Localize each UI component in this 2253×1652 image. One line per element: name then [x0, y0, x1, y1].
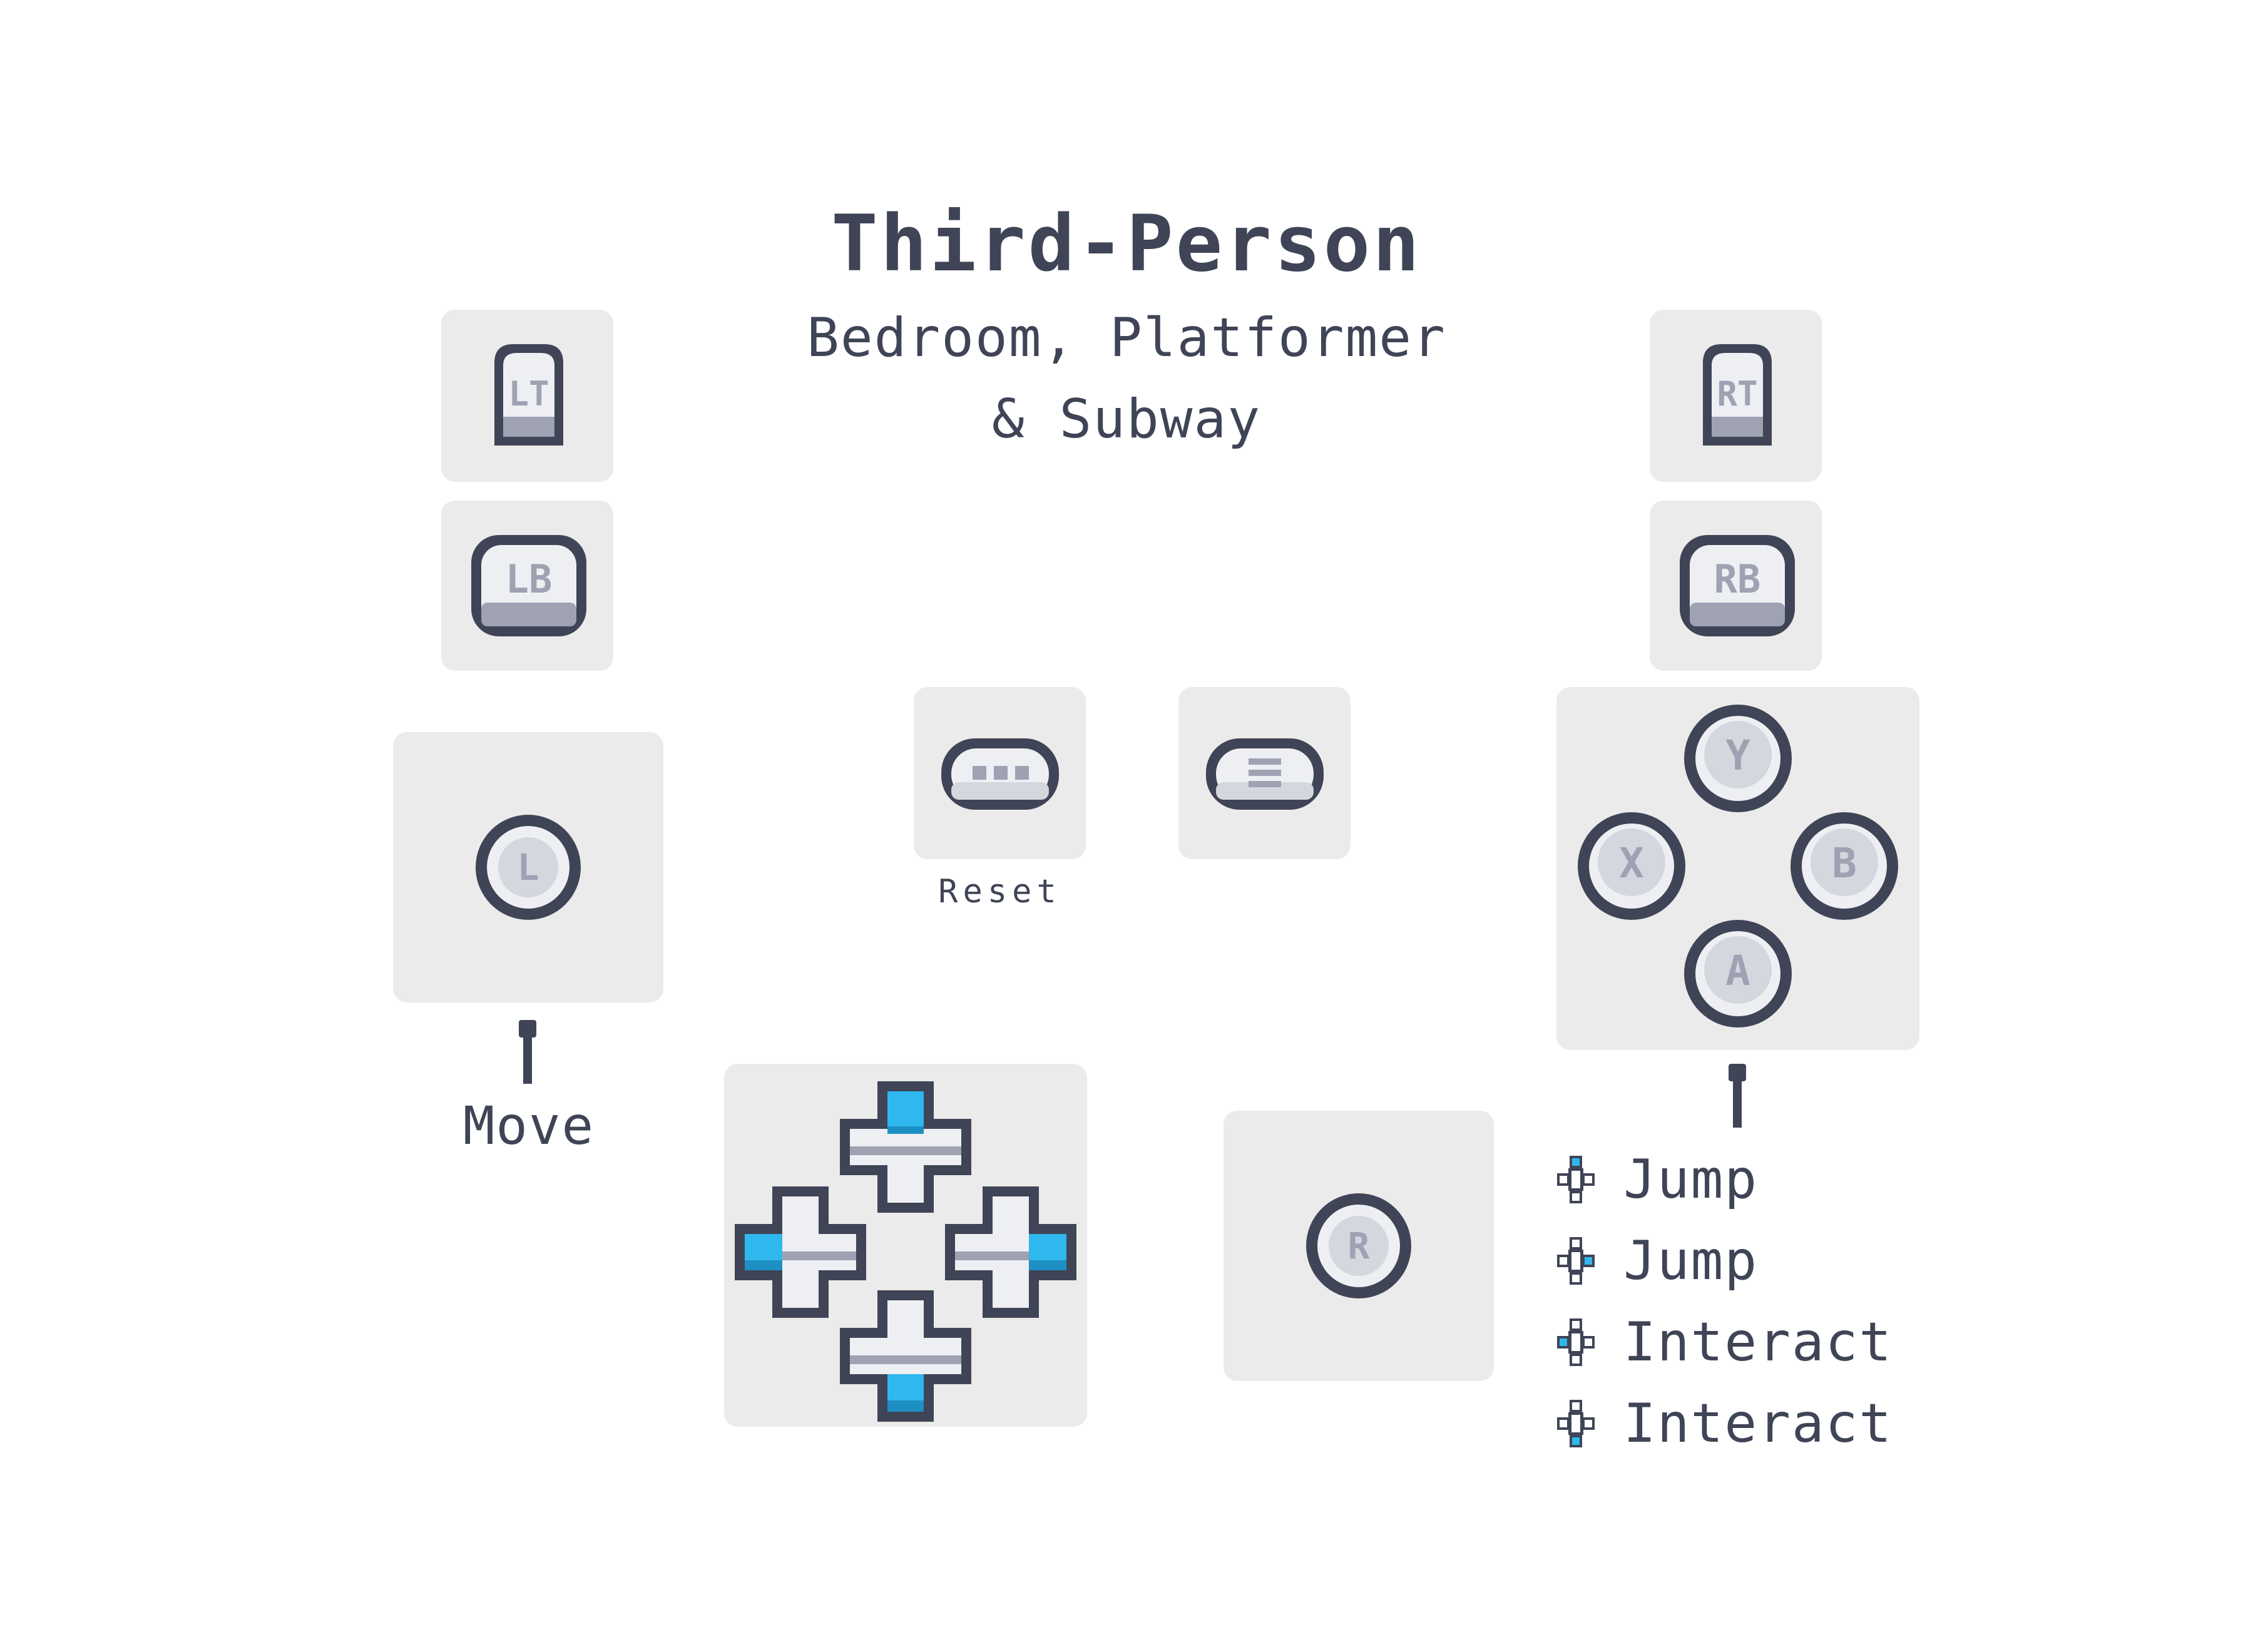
- page-title: Third-Person: [831, 199, 1422, 289]
- x-button[interactable]: X: [1578, 812, 1685, 920]
- left-stick-tile[interactable]: L: [393, 732, 663, 1002]
- rt-label: RT: [1717, 374, 1757, 414]
- rb-label: RB: [1714, 556, 1761, 602]
- a-button[interactable]: A: [1684, 920, 1792, 1027]
- page-subtitle-line1: Bedroom, Platformer: [807, 307, 1446, 369]
- dpad-cluster: [735, 1081, 1076, 1422]
- dpad-up-button[interactable]: [840, 1081, 971, 1213]
- left-stick-icon: L: [476, 815, 581, 920]
- y-button-label: Y: [1725, 732, 1750, 780]
- lb-bumper-icon: LB: [471, 535, 586, 636]
- ellipsis-icon: [941, 738, 1059, 810]
- dpad-up-icon: [1557, 1156, 1595, 1203]
- move-label: Move: [462, 1095, 595, 1156]
- right-stick-icon: R: [1306, 1193, 1411, 1298]
- b-button-label: B: [1832, 839, 1857, 887]
- lt-label: LT: [508, 374, 549, 414]
- move-pin: [519, 1020, 536, 1084]
- face-buttons-cluster: Y X B A: [1578, 705, 1898, 1027]
- rb-bumper-icon: RB: [1680, 535, 1795, 636]
- legend-text: Interact: [1623, 1311, 1893, 1374]
- dpad-left-button[interactable]: [735, 1186, 866, 1318]
- face-buttons-tile[interactable]: Y X B A: [1556, 687, 1919, 1050]
- menu-button-tile[interactable]: [1178, 687, 1351, 859]
- left-stick-label: L: [518, 846, 539, 889]
- view-button-tile[interactable]: [914, 687, 1086, 859]
- dpad-left-icon: [1557, 1318, 1595, 1366]
- rb-tile[interactable]: RB: [1650, 501, 1822, 671]
- rt-tile[interactable]: RT: [1650, 310, 1822, 482]
- lb-tile[interactable]: LB: [441, 501, 613, 671]
- dpad-down-button[interactable]: [840, 1290, 971, 1422]
- legend-row-jump-2: Jump: [1551, 1226, 1758, 1295]
- dpad-tile[interactable]: [724, 1064, 1087, 1427]
- menu-icon: [1206, 738, 1324, 810]
- right-stick-tile[interactable]: R: [1224, 1111, 1494, 1381]
- face-buttons-pin: [1729, 1064, 1746, 1128]
- legend-row-jump-1: Jump: [1551, 1145, 1758, 1214]
- legend-text: Jump: [1623, 1148, 1759, 1211]
- page-subtitle-line2: & Subway: [991, 388, 1262, 451]
- lt-trigger-icon: LT: [494, 344, 563, 446]
- legend-row-interact-2: Interact: [1551, 1389, 1893, 1458]
- b-button[interactable]: B: [1791, 812, 1898, 920]
- lb-label: LB: [506, 556, 553, 602]
- legend-text: Jump: [1623, 1230, 1759, 1292]
- lt-tile[interactable]: LT: [441, 310, 613, 482]
- x-button-label: X: [1619, 839, 1644, 887]
- a-button-label: A: [1725, 947, 1750, 995]
- right-stick-label: R: [1348, 1225, 1370, 1267]
- dpad-right-icon: [1557, 1237, 1595, 1285]
- reset-label: Reset: [938, 873, 1061, 910]
- legend-text: Interact: [1623, 1392, 1893, 1455]
- rt-trigger-icon: RT: [1703, 344, 1772, 446]
- dpad-right-button[interactable]: [945, 1186, 1076, 1318]
- y-button[interactable]: Y: [1684, 705, 1792, 812]
- legend-row-interact-1: Interact: [1551, 1308, 1893, 1377]
- dpad-down-icon: [1557, 1400, 1595, 1447]
